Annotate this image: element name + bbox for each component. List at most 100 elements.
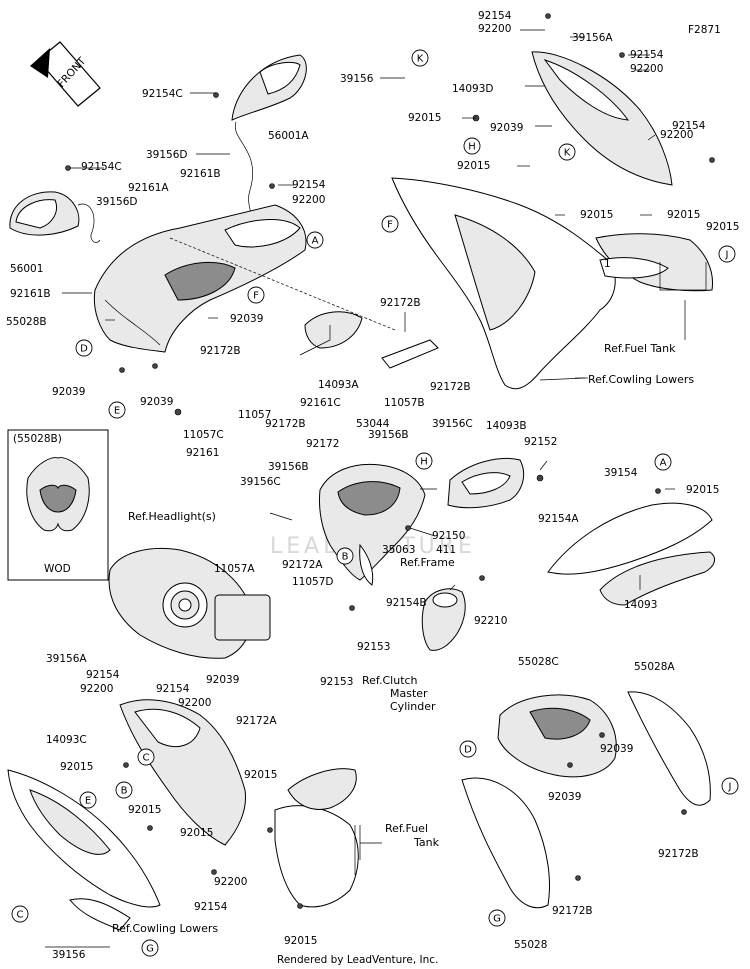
part-number-label: 55028 bbox=[514, 939, 547, 951]
part-number-label: 92154 bbox=[86, 669, 120, 681]
clutch-bracket-part bbox=[421, 588, 466, 651]
part-number-label: 92154 bbox=[672, 120, 706, 132]
part-number-label: 92154 bbox=[630, 49, 664, 61]
part-number-label: 92161C bbox=[300, 397, 341, 409]
part-number-label: 92015 bbox=[580, 209, 613, 221]
part-number-label: 39156A bbox=[572, 32, 613, 44]
svg-text:A: A bbox=[660, 458, 667, 469]
part-number-label: 55028B bbox=[6, 316, 47, 328]
part-number-label: 14093C bbox=[46, 734, 87, 746]
callout-marker: J bbox=[721, 777, 739, 795]
headlight-part bbox=[108, 547, 271, 659]
svg-text:H: H bbox=[420, 457, 428, 468]
callout-marker: C bbox=[137, 748, 155, 766]
part-number-label: 92172A bbox=[282, 559, 323, 571]
part-number-label: 92200 bbox=[214, 876, 247, 888]
part-number-label: 92200 bbox=[478, 23, 511, 35]
fairing-14093d-part bbox=[531, 51, 673, 186]
part-number-label: 92015 bbox=[408, 112, 441, 124]
callout-marker: H bbox=[463, 137, 481, 155]
figure-code: F2871 bbox=[688, 24, 721, 36]
inline-mark-one: 1 bbox=[604, 258, 611, 270]
part-number-label: 39156C bbox=[432, 418, 473, 430]
svg-text:B: B bbox=[342, 552, 349, 563]
leader-lines bbox=[45, 29, 686, 948]
part-number-label: 11057 bbox=[238, 409, 271, 421]
callout-marker: J bbox=[718, 245, 736, 263]
part-number-label: 92154A bbox=[538, 513, 579, 525]
callout-marker: D bbox=[75, 339, 93, 357]
part-number-label: 92172B bbox=[552, 905, 593, 917]
ref-cowling-lowers-a: Ref.Cowling Lowers bbox=[588, 373, 694, 386]
part-number-label: 39156 bbox=[340, 73, 374, 85]
part-number-label: 39156C bbox=[240, 476, 281, 488]
part-number-label: 92039 bbox=[548, 791, 581, 803]
part-number-label: 92172A bbox=[236, 715, 277, 727]
part-number-label: 35063 bbox=[382, 544, 415, 556]
part-number-label: 92161A bbox=[128, 182, 169, 194]
callout-marker: B bbox=[115, 781, 133, 799]
part-number-label: 14093D bbox=[452, 83, 494, 95]
part-number-label: 92200 bbox=[178, 697, 211, 709]
inner-panel-55028c-part bbox=[497, 694, 617, 778]
footer-credit: Rendered by LeadVenture, Inc. bbox=[277, 954, 438, 966]
part-number-label: 11057C bbox=[183, 429, 224, 441]
panel-39154-part bbox=[547, 502, 716, 606]
part-number-label: 39156A bbox=[46, 653, 87, 665]
svg-text:E: E bbox=[114, 406, 120, 417]
ref-clutch-1: Ref.Clutch bbox=[362, 674, 418, 687]
callout-marker: A bbox=[306, 231, 324, 249]
part-number-label: 92039 bbox=[206, 674, 239, 686]
svg-text:D: D bbox=[80, 344, 88, 355]
fasteners bbox=[65, 13, 715, 909]
part-number-label: 92015 bbox=[60, 761, 93, 773]
svg-text:J: J bbox=[728, 782, 732, 793]
part-number-label: 92210 bbox=[474, 615, 507, 627]
part-number-label: 92161B bbox=[180, 168, 221, 180]
part-number-label: 55028C bbox=[518, 656, 559, 668]
part-number-label: 92015 bbox=[180, 827, 213, 839]
part-number-label: 92161B bbox=[10, 288, 51, 300]
svg-text:H: H bbox=[468, 142, 476, 153]
part-number-label: 14093A bbox=[318, 379, 359, 391]
callout-marker: H bbox=[415, 452, 433, 470]
part-number-label: 92172B bbox=[430, 381, 471, 393]
svg-text:E: E bbox=[85, 796, 91, 807]
part-labels: 4111105714093350633915453044550285600192… bbox=[6, 10, 739, 961]
part-number-label: 11057D bbox=[292, 576, 334, 588]
svg-text:K: K bbox=[564, 148, 571, 159]
part-number-label: 55028A bbox=[634, 661, 675, 673]
part-number-label: 92150 bbox=[432, 530, 465, 542]
part-number-label: 92154 bbox=[156, 683, 190, 695]
bracket-14093b-part bbox=[447, 457, 525, 509]
svg-text:G: G bbox=[146, 944, 154, 955]
part-number-label: 92039 bbox=[600, 743, 633, 755]
part-number-label: 39156B bbox=[368, 429, 409, 441]
callout-marker: K bbox=[411, 49, 429, 67]
part-number-label: 92015 bbox=[706, 221, 739, 233]
ref-fuel-tank-b1: Ref.Fuel bbox=[385, 822, 428, 835]
part-number-label: 56001A bbox=[268, 130, 309, 142]
svg-text:C: C bbox=[143, 753, 150, 764]
part-number-label: 53044 bbox=[356, 418, 390, 430]
part-number-label: 92172B bbox=[658, 848, 699, 860]
svg-text:F: F bbox=[253, 291, 259, 302]
part-number-label: 92039 bbox=[490, 122, 523, 134]
part-number-label: 92172B bbox=[265, 418, 306, 430]
part-number-label: 92161 bbox=[186, 447, 219, 459]
fairing-14093c-part bbox=[119, 699, 247, 846]
leader-dash bbox=[169, 237, 396, 331]
ref-clutch-3: Cylinder bbox=[390, 700, 436, 713]
side-panel-55028-part bbox=[461, 777, 550, 909]
lower-cowl-left-part bbox=[7, 769, 161, 931]
callout-marker: G bbox=[141, 939, 159, 957]
part-number-label: 39156D bbox=[146, 149, 188, 161]
part-number-label: 56001 bbox=[10, 263, 43, 275]
svg-text:J: J bbox=[725, 250, 729, 261]
part-number-label: 92015 bbox=[457, 160, 490, 172]
side-panel-55028a-part bbox=[627, 691, 711, 806]
part-number-label: 92015 bbox=[244, 769, 277, 781]
ref-frame: Ref.Frame bbox=[400, 556, 455, 569]
